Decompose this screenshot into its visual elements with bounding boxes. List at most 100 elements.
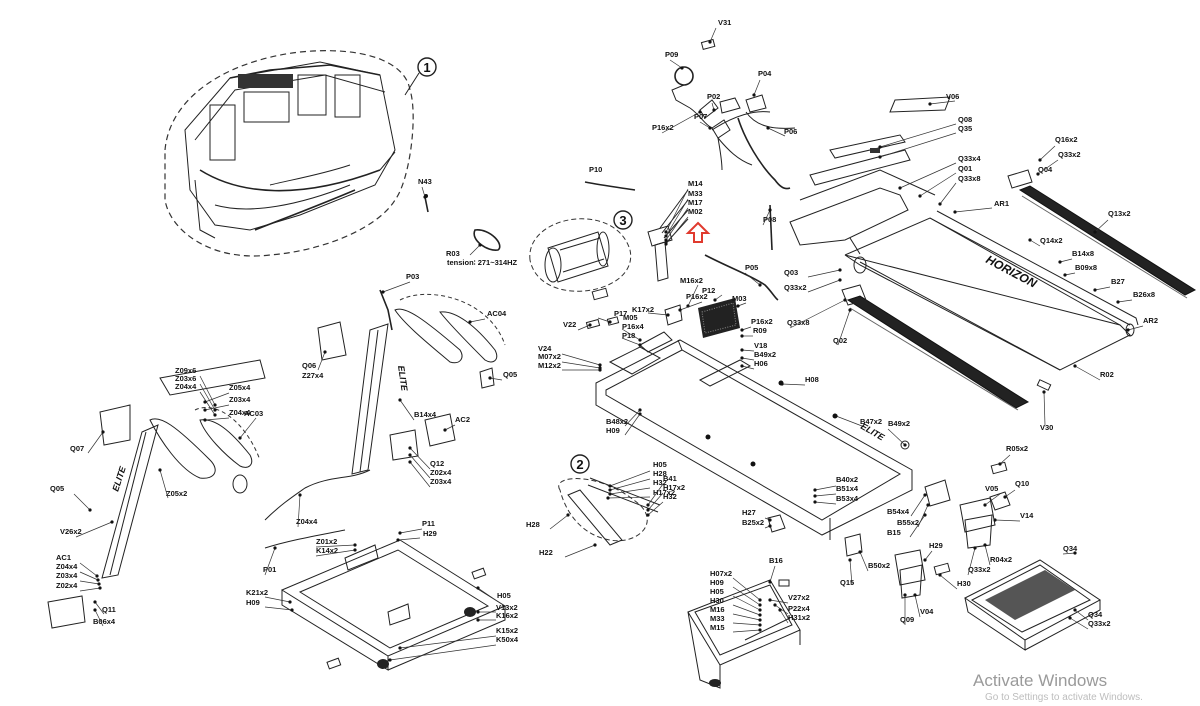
- leader-line: [849, 559, 853, 586]
- part-label: K14x2: [316, 546, 338, 555]
- foot-q09: [894, 549, 926, 586]
- part-label: B51x4: [836, 484, 859, 493]
- leader-line: [75, 521, 113, 538]
- part-label: P17: [614, 309, 627, 318]
- leader-dot: [998, 462, 1002, 466]
- part-label: AR1: [994, 199, 1009, 208]
- leader-line: [814, 501, 837, 505]
- bracket-v14: [989, 491, 1011, 511]
- part-label: H17x2: [653, 488, 675, 497]
- leader-dot: [848, 308, 852, 312]
- part-label: V13x2: [496, 603, 518, 612]
- part-label: P16x2: [686, 292, 708, 301]
- part-label: V31: [718, 18, 731, 27]
- leader-line: [929, 100, 956, 105]
- leader-line: [264, 547, 276, 576]
- part-label: K16x2: [496, 611, 518, 620]
- leader-dot: [740, 328, 744, 332]
- part-label: B26x8: [1133, 290, 1155, 299]
- leader-dot: [288, 600, 292, 604]
- leader-dot: [1073, 608, 1077, 612]
- part-label: B14x4: [414, 410, 437, 419]
- part-label: H22: [539, 548, 553, 557]
- leader-line: [421, 186, 426, 198]
- leader-dot: [298, 493, 302, 497]
- sticker-v24: [585, 318, 601, 330]
- deck-assembly: [789, 96, 1139, 371]
- leader-dot: [646, 508, 650, 512]
- part-label: M17: [688, 198, 703, 207]
- leader-dot: [213, 403, 217, 407]
- part-label: H30: [957, 579, 971, 588]
- part-label: Q02: [833, 336, 847, 345]
- part-label: P01: [263, 565, 276, 574]
- leader-line: [1043, 391, 1046, 426]
- leader-dot: [768, 598, 772, 602]
- part-label: Z03x4: [229, 395, 251, 404]
- leader-line: [73, 493, 91, 511]
- leader-line: [609, 478, 651, 491]
- leader-line: [561, 361, 601, 369]
- sticker-v22: [606, 316, 620, 326]
- leader-dot: [353, 548, 357, 552]
- part-label: B14x8: [1072, 249, 1094, 258]
- leader-line: [609, 470, 651, 487]
- leader-line: [204, 404, 230, 411]
- tension-note: tension∶ 271~314HZ: [447, 258, 518, 267]
- leader-dot: [290, 608, 294, 612]
- leader-line: [397, 537, 421, 541]
- leader-line: [1127, 325, 1144, 331]
- leader-dot: [708, 40, 712, 44]
- part-label: P22x4: [788, 604, 811, 613]
- part-label: Q05: [50, 484, 64, 493]
- leader-dot: [598, 368, 602, 372]
- leader-line: [1069, 617, 1089, 630]
- part-label: Z27x4: [302, 371, 324, 380]
- part-label: R02: [1100, 370, 1114, 379]
- leader-line: [469, 244, 481, 256]
- part-label: V04: [920, 607, 934, 616]
- part-label: Q34: [1063, 544, 1078, 553]
- leader-line: [939, 574, 958, 590]
- part-label: V26x2: [60, 527, 82, 536]
- leader-dot: [398, 398, 402, 402]
- leader-line: [709, 27, 717, 43]
- leader-line: [665, 207, 689, 241]
- leader-dot: [608, 492, 612, 496]
- part-label: B54x4: [887, 507, 910, 516]
- leader-line: [647, 312, 669, 316]
- part-label: B48x2: [606, 417, 628, 426]
- leader-dot: [680, 66, 684, 70]
- leader-dot: [993, 518, 997, 522]
- part-label: P16x4: [622, 322, 645, 331]
- part-label: AR2: [1143, 316, 1158, 325]
- leader-dot: [646, 513, 650, 517]
- leader-dot: [1003, 495, 1007, 499]
- part-label: M33: [688, 189, 703, 198]
- leader-dot: [740, 348, 744, 352]
- leader-dot: [408, 453, 412, 457]
- leader-dot: [903, 593, 907, 597]
- part-label: H27: [742, 508, 756, 517]
- leader-dot: [488, 376, 492, 380]
- leader-line: [647, 501, 664, 516]
- leader-line: [297, 494, 301, 528]
- leader-line: [204, 392, 230, 403]
- leader-dot: [408, 460, 412, 464]
- part-label: H17x2: [663, 483, 685, 492]
- leader-line: [910, 494, 926, 517]
- leader-line: [814, 493, 837, 497]
- control-board: [698, 298, 740, 338]
- part-label: Q04: [1038, 165, 1053, 174]
- sticker-m05: [591, 287, 609, 301]
- leader-dot: [973, 546, 977, 550]
- leader-dot: [638, 343, 642, 347]
- part-label: P03: [406, 272, 419, 281]
- leader-dot: [158, 468, 162, 472]
- belt-r03: [473, 229, 501, 251]
- part-label: P08: [763, 215, 776, 224]
- leader-line: [732, 613, 761, 621]
- leader-dot: [736, 304, 740, 308]
- part-label: V18: [754, 341, 767, 350]
